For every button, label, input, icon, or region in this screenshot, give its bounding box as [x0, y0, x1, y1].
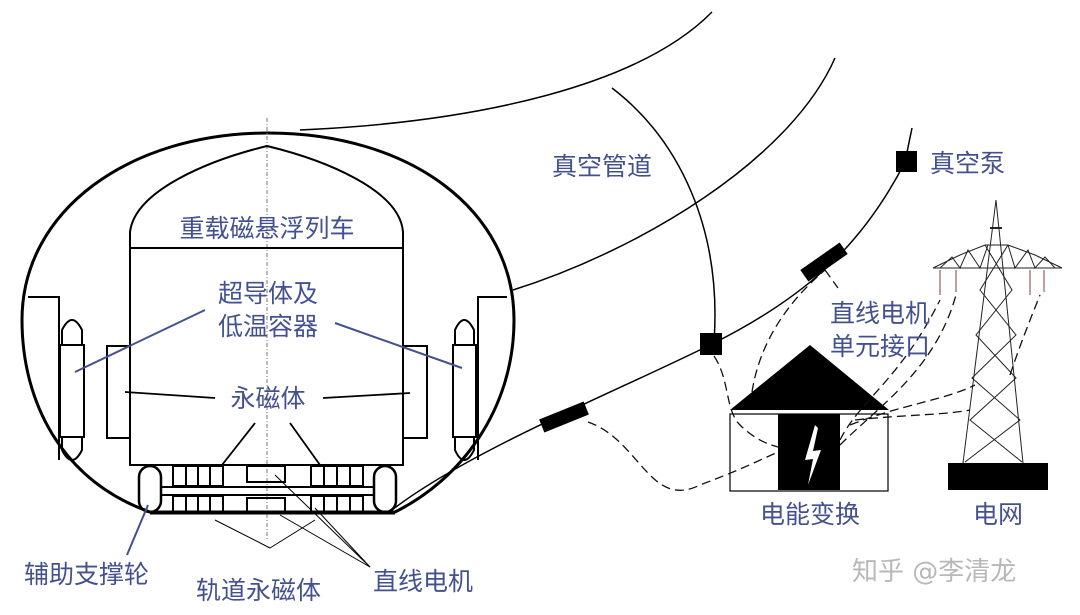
- linear-motor-units: [539, 242, 848, 433]
- label-aux-wheel: 辅助支撑轮: [24, 560, 149, 589]
- label-superconductor-2: 低温容器: [218, 312, 318, 341]
- label-motor-interface-2: 单元接口: [830, 332, 930, 361]
- label-vacuum-tube: 真空管道: [552, 152, 652, 181]
- power-conversion-station: [729, 345, 889, 492]
- tube-cross-section: [20, 118, 516, 540]
- aux-wheel-left: [137, 464, 163, 514]
- label-track-magnet: 轨道永磁体: [196, 576, 321, 605]
- maglev-train: [28, 144, 507, 568]
- watermark: 知乎 @李清龙: [852, 557, 1016, 587]
- power-tower: [932, 199, 1063, 490]
- label-vacuum-pump: 真空泵: [930, 149, 1005, 178]
- label-train: 重载磁悬浮列车: [179, 214, 354, 243]
- label-motor-interface-1: 直线电机: [830, 299, 930, 328]
- label-superconductor-1: 超导体及: [218, 279, 318, 308]
- label-power-conversion: 电能变换: [760, 500, 860, 529]
- lightning-icon: [805, 425, 821, 485]
- label-grid: 电网: [973, 500, 1023, 529]
- power-cables: [587, 269, 1041, 491]
- label-linear-motor: 直线电机: [373, 567, 473, 596]
- aux-wheel-right: [372, 464, 398, 514]
- vacuum-pump-block-1: [700, 333, 722, 355]
- vacuum-pump-block-2: [896, 151, 917, 172]
- label-permanent-magnet: 永磁体: [230, 384, 305, 413]
